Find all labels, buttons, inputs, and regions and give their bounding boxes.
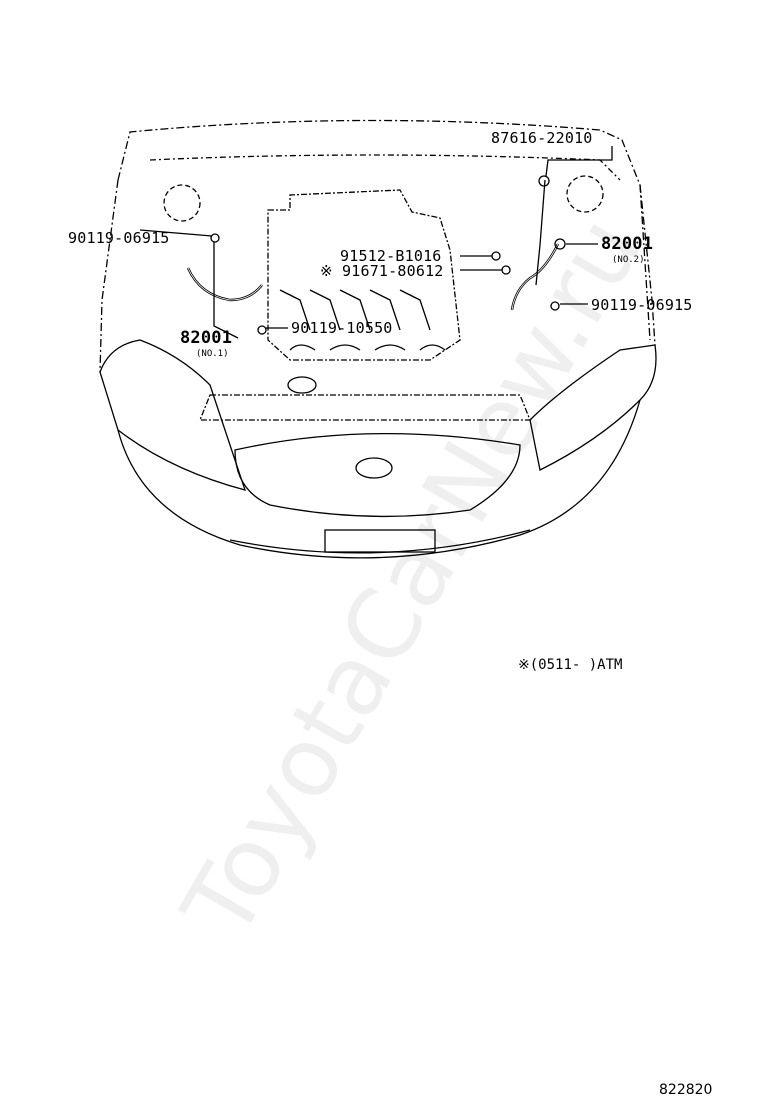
bumper-lower (229, 529, 531, 554)
ground-strap-left-outline (187, 267, 263, 301)
grille (234, 433, 521, 518)
hood-inner-edge (149, 154, 621, 181)
label-90119-06915-left: 90119-06915 (68, 229, 170, 247)
left-fender (99, 179, 119, 373)
label-82001-left: 82001 (180, 328, 233, 348)
reservoir-cap (287, 376, 317, 394)
ground-strap-right-outline (511, 243, 559, 311)
license-plate (324, 529, 436, 553)
hood-outline (117, 119, 651, 341)
sensor-wire (535, 179, 546, 286)
front-bumper (117, 399, 641, 559)
bolt-91512 (491, 251, 501, 261)
left-headlight (99, 339, 246, 491)
clip-87616 (538, 175, 550, 187)
label-91671-80612: ※ 91671-80612 (320, 262, 444, 280)
bolt-82001-right (554, 238, 566, 250)
intake-runners (279, 289, 431, 331)
right-fender (639, 184, 656, 346)
label-82001-right: 82001 (601, 234, 654, 254)
ground-strap-left (186, 267, 263, 302)
engine-cover (267, 189, 461, 361)
right-headlight (529, 344, 657, 471)
figure-id: 822820 (659, 1082, 713, 1098)
leader-87616 (545, 146, 613, 177)
label-90119-10550: 90119-10550 (291, 319, 393, 337)
label-90119-06915-right: 90119-06915 (591, 296, 693, 314)
label-82001-left-sub: (NO.1) (196, 349, 229, 359)
ground-strap-right (510, 243, 560, 311)
bolt-90119-left (210, 233, 220, 243)
bolt-91671 (501, 265, 511, 275)
bolt-90119-center (257, 325, 267, 335)
radiator-support (199, 394, 531, 421)
manifold-ports (289, 344, 446, 351)
footnote-atm: ※(0511- )ATM (518, 657, 623, 673)
label-82001-right-sub: (NO.2) (612, 255, 645, 265)
leader-82001-left (213, 242, 239, 339)
right-strut-cap (566, 175, 604, 213)
label-87616-22010: 87616-22010 (491, 129, 593, 147)
leader-90119-left (139, 229, 213, 237)
left-strut-cap (163, 184, 201, 222)
bolt-90119-right (550, 301, 560, 311)
label-91512-b1016: 91512-B1016 (340, 247, 442, 265)
emblem (355, 457, 393, 479)
